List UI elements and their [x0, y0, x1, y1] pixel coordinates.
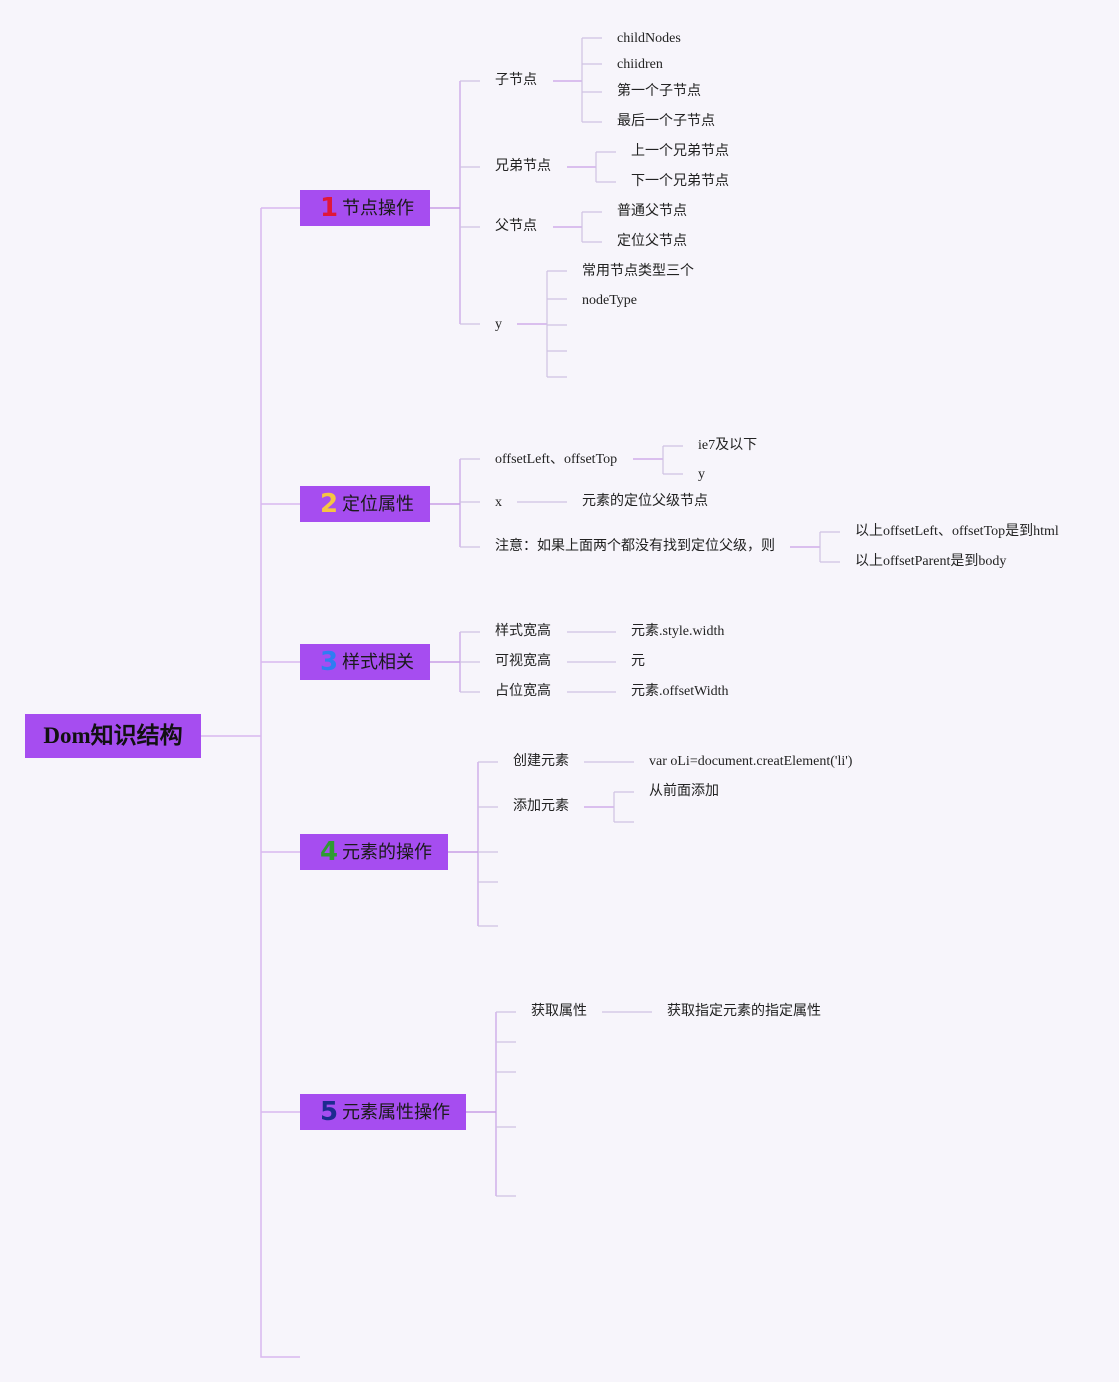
topic-2-number: 2 — [320, 489, 339, 519]
t3c-leaf-1[interactable]: 元素.offsetWidth — [631, 684, 729, 699]
topic-5-label: 元素属性操作 — [342, 1102, 450, 1122]
t2-child-x[interactable]: x — [495, 495, 502, 510]
topic-3-label: 样式相关 — [342, 652, 414, 672]
t4b-leaf-1[interactable]: 从前面添加 — [649, 784, 719, 799]
t1d-leaf-2[interactable]: nodeType — [582, 293, 638, 308]
t2a-leaf-2[interactable]: y — [698, 467, 705, 482]
t1c-leaf-2[interactable]: 定位父节点 — [617, 234, 687, 249]
topic-3-number: 3 — [320, 647, 339, 677]
t1c-leaf-1[interactable]: 普通父节点 — [617, 204, 687, 219]
t1a-leaf-1[interactable]: childNodes — [617, 31, 681, 46]
t2-child-note[interactable]: 注意：如果上面两个都没有找到定位父级，则 — [495, 539, 775, 554]
topic-5-number: 5 — [320, 1097, 339, 1127]
root-node[interactable]: Dom知识结构 — [25, 714, 201, 758]
root-label: Dom知识结构 — [43, 723, 183, 748]
t1d-leaf-1[interactable]: 常用节点类型三个 — [582, 264, 694, 279]
topic-4-label: 元素的操作 — [342, 842, 432, 862]
t2c-leaf-1[interactable]: 以上offsetLeft、offsetTop是到html — [855, 524, 1059, 539]
t1a-leaf-4[interactable]: 最后一个子节点 — [617, 114, 715, 129]
t3-child-occupy[interactable]: 占位宽高 — [495, 684, 551, 699]
topic-4-number: 4 — [320, 837, 339, 867]
t3b-leaf-1[interactable]: 元 — [631, 654, 645, 669]
trunk-line — [260, 208, 300, 1358]
t1-child-fujiedian[interactable]: 父节点 — [495, 219, 537, 234]
t4-child-create[interactable]: 创建元素 — [513, 754, 569, 769]
t3-child-style[interactable]: 样式宽高 — [495, 624, 551, 639]
t4a-leaf-1[interactable]: var oLi=document.creatElement('li') — [649, 754, 853, 769]
t2a-leaf-1[interactable]: ie7及以下 — [698, 438, 758, 453]
t1a-leaf-3[interactable]: 第一个子节点 — [617, 84, 701, 99]
t2c-leaf-2[interactable]: 以上offsetParent是到body — [855, 554, 1007, 569]
t4-child-add[interactable]: 添加元素 — [513, 799, 569, 814]
t5a-leaf-1[interactable]: 获取指定元素的指定属性 — [667, 1004, 821, 1019]
t3a-leaf-1[interactable]: 元素.style.width — [631, 624, 725, 639]
topic-2-label: 定位属性 — [342, 494, 414, 514]
t2b-leaf-1[interactable]: 元素的定位父级节点 — [582, 494, 708, 509]
t5-child-getattr[interactable]: 获取属性 — [531, 1004, 587, 1019]
t2-child-offset[interactable]: offsetLeft、offsetTop — [495, 452, 618, 467]
topic-1-number: 1 — [320, 193, 339, 223]
t1-child-xiongdi[interactable]: 兄弟节点 — [495, 159, 551, 174]
t1b-leaf-2[interactable]: 下一个兄弟节点 — [631, 174, 729, 189]
t1b-leaf-1[interactable]: 上一个兄弟节点 — [631, 144, 729, 159]
t1-child-y[interactable]: y — [495, 317, 502, 332]
t1-child-zijiedian[interactable]: 子节点 — [495, 73, 537, 88]
topic-1-label: 节点操作 — [342, 198, 414, 218]
t1a-leaf-2[interactable]: chiidren — [617, 57, 663, 72]
t3-child-visible[interactable]: 可视宽高 — [495, 654, 551, 669]
